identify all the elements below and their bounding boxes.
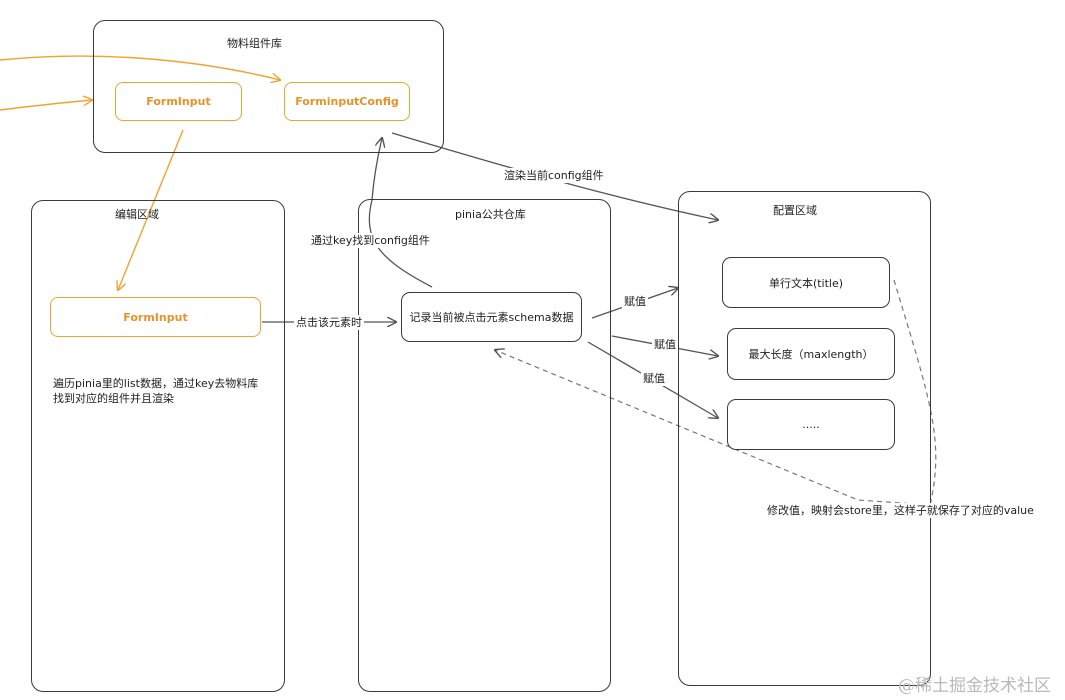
- store-record-label: 记录当前被点击元素schema数据: [409, 311, 574, 324]
- config-single-line-label: 单行文本(title): [768, 276, 844, 290]
- store-group: [358, 199, 611, 692]
- library-group: [93, 20, 444, 153]
- library-title: 物料组件库: [227, 37, 282, 50]
- edge-label-click-element: 点击该元素时: [294, 315, 364, 330]
- library-forminputconfig-node[interactable]: ForminputConfig: [284, 82, 410, 121]
- edge-label-modify-value: 修改值，映射会store里，这样子就保存了对应的value: [765, 503, 1036, 518]
- edge-label-find-config: 通过key找到config组件: [309, 233, 432, 248]
- editor-title: 编辑区域: [115, 208, 159, 221]
- edge-label-render-config: 渲染当前config组件: [502, 168, 606, 183]
- watermark: @稀土掘金技术社区: [898, 676, 1051, 696]
- orange-incoming-arrow-bottom: [0, 100, 92, 111]
- config-title: 配置区域: [773, 204, 817, 217]
- config-max-length-node[interactable]: 最大长度（maxlength）: [727, 328, 895, 380]
- editor-group: [31, 200, 285, 692]
- config-max-length-label: 最大长度（maxlength）: [748, 348, 874, 361]
- store-title: pinia公共仓库: [455, 208, 526, 221]
- config-more-node[interactable]: .....: [727, 399, 895, 450]
- arrow-find-config: [368, 138, 433, 288]
- editor-forminput-node[interactable]: FormInput: [50, 297, 261, 337]
- edge-label-assign-3: 赋值: [641, 371, 667, 386]
- config-single-line-node[interactable]: 单行文本(title): [722, 257, 890, 308]
- editor-description-line2: 找到对应的组件并且渲染: [53, 392, 174, 405]
- edge-label-assign-1: 赋值: [622, 294, 648, 309]
- library-forminput-node[interactable]: FormInput: [115, 82, 242, 121]
- edge-label-assign-2: 赋值: [652, 337, 678, 352]
- library-forminput-label: FormInput: [146, 95, 211, 108]
- config-group: [678, 191, 931, 686]
- editor-description-line1: 遍历pinia里的list数据，通过key去物料库: [53, 377, 259, 390]
- config-more-label: .....: [802, 418, 820, 431]
- editor-forminput-label: FormInput: [123, 310, 188, 324]
- orange-incoming-arrow-top: [0, 55, 280, 80]
- library-forminputconfig-label: ForminputConfig: [295, 95, 399, 108]
- orange-arrow-library-to-editor: [118, 129, 184, 290]
- store-record-node[interactable]: 记录当前被点击元素schema数据: [401, 292, 582, 342]
